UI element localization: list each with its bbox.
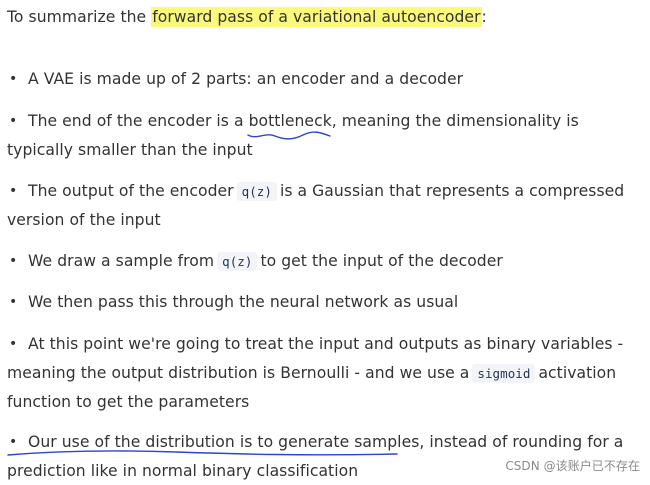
underlined-text: Our use of the distribution is to genera… bbox=[28, 433, 420, 451]
inline-code: sigmoid bbox=[472, 364, 536, 383]
underlined-phrase: Our use of the distribution is to genera… bbox=[7, 428, 420, 456]
underlined-term: bottleneck bbox=[246, 107, 332, 140]
bullet-marker: • bbox=[9, 183, 18, 199]
bullet-marker: • bbox=[9, 336, 18, 352]
bullet-text: activation function to get the parameter… bbox=[7, 364, 617, 411]
bullet-text: A VAE is made up of 2 parts: an encoder … bbox=[28, 70, 464, 88]
bullet-text: , meaning the dimensionality is typicall… bbox=[7, 112, 579, 159]
bullet-text: At this point we're going to treat the i… bbox=[7, 335, 624, 382]
bullet-text: to get the input of the decoder bbox=[260, 252, 503, 270]
handwritten-underline bbox=[7, 450, 398, 456]
bullet-marker: • bbox=[9, 71, 18, 87]
bullet-marker: • bbox=[9, 253, 18, 269]
bullet-marker: • bbox=[9, 434, 18, 450]
list-item: • The end of the encoder is a bottleneck,… bbox=[7, 107, 643, 164]
underlined-text: bottleneck bbox=[248, 112, 332, 130]
highlighted-phrase: forward pass of a variational autoencode… bbox=[151, 7, 482, 27]
list-item: • We then pass this through the neural ne… bbox=[7, 288, 643, 317]
bullet-marker: • bbox=[9, 113, 18, 129]
bullet-text: The end of the encoder is a bbox=[28, 112, 249, 130]
handwritten-underline bbox=[246, 131, 331, 140]
watermark: CSDN @该账户已不存在 bbox=[505, 459, 640, 473]
list-item: •At this point we're going to treat the … bbox=[7, 330, 643, 416]
list-item: • A VAE is made up of 2 parts: an encoder… bbox=[7, 65, 643, 94]
bullet-text: We then pass this through the neural net… bbox=[28, 293, 459, 311]
list-item: • Our use of the distribution is to gener… bbox=[7, 428, 643, 485]
intro-prefix: To summarize the bbox=[7, 8, 152, 26]
intro-sentence: To summarize the forward pass of a varia… bbox=[7, 6, 487, 28]
bullet-marker: • bbox=[9, 294, 18, 310]
bullet-text: The output of the encoder bbox=[28, 182, 234, 200]
bullet-text: , instead of rounding for a prediction l… bbox=[7, 433, 624, 480]
intro-suffix: : bbox=[481, 8, 487, 26]
bullet-text: We draw a sample from bbox=[28, 252, 215, 270]
inline-code: q(z) bbox=[217, 252, 258, 271]
bullet-text: is a Gaussian that represents a compress… bbox=[7, 182, 625, 229]
inline-code: q(z) bbox=[236, 182, 277, 201]
